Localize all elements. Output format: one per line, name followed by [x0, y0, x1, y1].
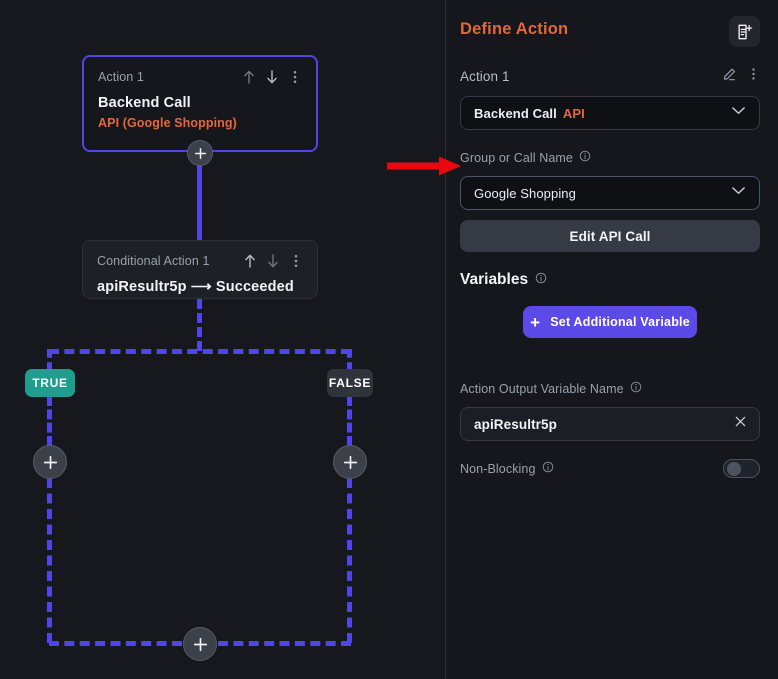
pencil-icon[interactable]	[722, 67, 737, 87]
action-label-row: Action 1	[460, 66, 760, 87]
flow-node-header: Conditional Action 1	[97, 253, 303, 269]
action-label: Action 1	[460, 69, 510, 84]
kebab-menu-icon[interactable]	[289, 253, 303, 269]
info-icon[interactable]	[630, 380, 642, 398]
plus-icon: +	[530, 312, 541, 332]
move-up-icon[interactable]	[243, 253, 257, 269]
move-down-icon[interactable]	[266, 253, 280, 269]
edge-true-top	[47, 349, 52, 371]
non-blocking-toggle[interactable]	[723, 459, 760, 478]
action-type-select[interactable]: Backend Call API	[460, 96, 760, 130]
info-icon[interactable]	[579, 149, 591, 167]
group-or-call-name-select[interactable]: Google Shopping	[460, 176, 760, 210]
workflow-canvas[interactable]: Action 1	[0, 0, 445, 679]
flow-node-icon-group[interactable]	[243, 253, 303, 269]
group-label: Group or Call Name	[460, 151, 573, 165]
branch-badge-false: FALSE	[327, 369, 373, 397]
close-icon[interactable]	[733, 414, 748, 434]
add-step-button-after-action-1[interactable]	[187, 140, 213, 166]
add-step-button-false-branch[interactable]	[333, 445, 367, 479]
add-step-button-after-merge[interactable]	[183, 627, 217, 661]
edge-true-to-merge	[47, 478, 52, 643]
variables-heading: Variables	[460, 271, 529, 288]
group-label-with-info: Group or Call Name	[460, 149, 591, 167]
output-label-with-info: Action Output Variable Name	[460, 380, 642, 398]
group-value: Google Shopping	[474, 186, 576, 201]
define-action-panel: Define Action Action 1	[445, 0, 778, 679]
non-blocking-row: Non-Blocking	[460, 459, 760, 478]
edge-false-to-plus	[347, 396, 352, 446]
flow-node-icon-group[interactable]	[242, 69, 302, 85]
branch-badge-true: TRUE	[25, 369, 75, 397]
flow-node-action-1[interactable]: Action 1	[82, 55, 318, 152]
edge-true-to-plus	[47, 396, 52, 446]
edge-split-horizontal	[49, 349, 351, 354]
variables-section-header: Variables	[460, 271, 760, 289]
output-variable-field[interactable]: apiResultr5p	[460, 407, 760, 441]
panel-header: Define Action	[460, 16, 760, 47]
group-label-row: Group or Call Name	[460, 149, 760, 167]
info-icon[interactable]	[535, 271, 547, 289]
output-variable-value: apiResultr5p	[474, 416, 557, 432]
edge-false-to-merge	[347, 478, 352, 643]
move-down-icon[interactable]	[265, 69, 279, 85]
annotation-arrow-icon	[385, 155, 463, 177]
edge-conditional-to-split	[197, 299, 202, 351]
flow-node-main-label: Backend Call	[98, 95, 191, 111]
group-value-text: Google Shopping	[474, 185, 576, 201]
action-type-accent: API	[562, 105, 585, 121]
action-type-value: Backend Call API	[474, 106, 585, 121]
chevron-down-icon[interactable]	[729, 101, 748, 125]
flow-node-title: Conditional Action 1	[97, 254, 210, 268]
flow-node-conditional-action-1[interactable]: Conditional Action 1	[82, 240, 318, 299]
action-header-icons[interactable]	[722, 66, 760, 87]
toggle-knob	[727, 462, 741, 476]
info-icon[interactable]	[542, 460, 554, 478]
flow-node-title: Action 1	[98, 70, 144, 84]
output-variable-label-row: Action Output Variable Name	[460, 380, 760, 398]
document-plus-icon[interactable]	[729, 16, 760, 47]
edit-api-call-button[interactable]: Edit API Call	[460, 220, 760, 252]
panel-title: Define Action	[460, 20, 569, 38]
add-step-button-true-branch[interactable]	[33, 445, 67, 479]
flow-node-main-label: apiResultr5p ⟶ Succeeded	[97, 279, 294, 295]
set-additional-variable-button[interactable]: + Set Additional Variable	[523, 306, 697, 338]
edge-action1-to-conditional	[197, 152, 202, 240]
edge-false-top	[347, 349, 352, 371]
kebab-menu-icon[interactable]	[747, 66, 760, 87]
kebab-menu-icon[interactable]	[288, 69, 302, 85]
move-up-icon[interactable]	[242, 69, 256, 85]
flow-node-sub-label: API (Google Shopping)	[98, 116, 237, 130]
set-additional-variable-label: Set Additional Variable	[550, 315, 690, 329]
non-blocking-label: Non-Blocking	[460, 461, 536, 476]
action-type-prefix: Backend Call	[474, 105, 557, 121]
flow-node-header: Action 1	[98, 69, 302, 85]
non-blocking-label-with-info: Non-Blocking	[460, 460, 554, 478]
output-variable-label: Action Output Variable Name	[460, 382, 624, 396]
chevron-down-icon[interactable]	[729, 181, 748, 205]
